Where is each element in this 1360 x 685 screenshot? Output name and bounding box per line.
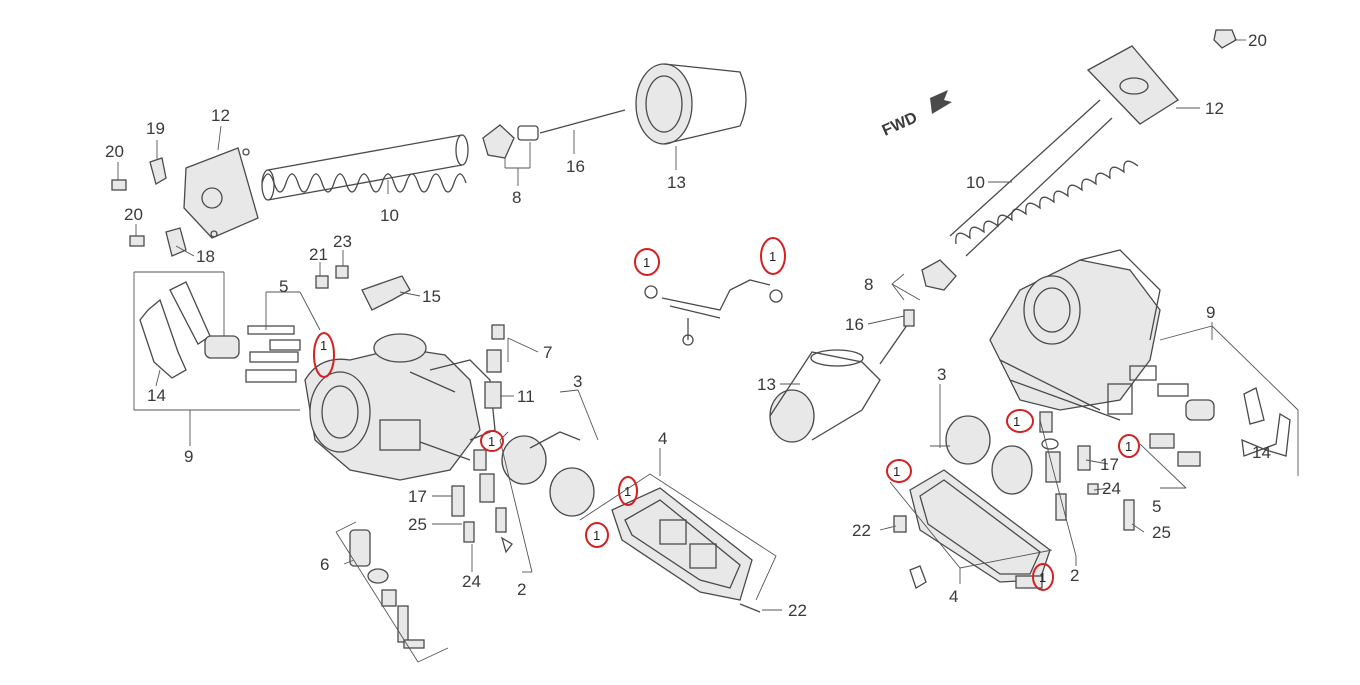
highlight-markers: 1 1 1 1 1 1 1 1 bbox=[313, 237, 1140, 591]
label-3: 3 bbox=[937, 365, 946, 384]
float-right bbox=[945, 415, 1033, 495]
throttle-linkage bbox=[644, 279, 783, 346]
vacuum-piston-left bbox=[635, 63, 747, 145]
vacuum-piston-right bbox=[769, 349, 881, 443]
svg-text:1: 1 bbox=[769, 249, 776, 264]
label-2: 2 bbox=[517, 580, 526, 599]
label-3: 3 bbox=[573, 372, 582, 391]
label-24: 24 bbox=[1102, 479, 1121, 498]
top-cover-left bbox=[183, 147, 259, 239]
fwd-arrow bbox=[930, 90, 952, 114]
label-9: 9 bbox=[1206, 303, 1215, 322]
label-7: 7 bbox=[543, 343, 552, 362]
float-chamber-right bbox=[909, 469, 1051, 589]
label-18: 18 bbox=[196, 247, 215, 266]
hose-assembly-right bbox=[1129, 365, 1291, 457]
labels: 20 19 12 20 18 10 8 16 13 21 23 15 5 14 … bbox=[105, 31, 1271, 620]
highlight-marker: 1 bbox=[1032, 563, 1054, 591]
label-14: 14 bbox=[1252, 443, 1271, 462]
label-17: 17 bbox=[1100, 455, 1119, 474]
needle-jet-set bbox=[349, 529, 425, 649]
label-20: 20 bbox=[1248, 31, 1267, 50]
label-4: 4 bbox=[949, 587, 958, 606]
label-8: 8 bbox=[864, 275, 873, 294]
spring-right bbox=[949, 99, 1139, 257]
group-lines-right bbox=[889, 273, 1299, 584]
label-8: 8 bbox=[512, 188, 521, 207]
leader-lines-right bbox=[780, 39, 1246, 533]
label-25: 25 bbox=[1152, 523, 1171, 542]
needle-holder-right bbox=[879, 259, 957, 365]
label-5: 5 bbox=[1152, 497, 1161, 516]
svg-text:1: 1 bbox=[624, 484, 631, 499]
highlight-marker: 1 bbox=[1006, 409, 1034, 433]
needle-holder-left bbox=[482, 109, 626, 159]
label-14: 14 bbox=[147, 386, 166, 405]
label-21: 21 bbox=[309, 245, 328, 264]
label-20: 20 bbox=[105, 142, 124, 161]
svg-text:1: 1 bbox=[1125, 439, 1132, 454]
carburetor-body-left bbox=[304, 333, 496, 481]
fwd-label: FWD bbox=[880, 109, 920, 139]
highlight-marker: 1 bbox=[585, 522, 609, 548]
screws-top-left bbox=[111, 157, 411, 311]
leader-lines-left bbox=[117, 125, 782, 611]
highlight-marker: 1 bbox=[480, 430, 504, 452]
label-6: 6 bbox=[320, 555, 329, 574]
label-23: 23 bbox=[333, 232, 352, 251]
spring-left bbox=[261, 134, 469, 201]
label-12: 12 bbox=[211, 106, 230, 125]
svg-text:1: 1 bbox=[1039, 570, 1046, 585]
label-10: 10 bbox=[966, 173, 985, 192]
label-2: 2 bbox=[1070, 566, 1079, 585]
svg-text:1: 1 bbox=[320, 338, 327, 353]
label-25: 25 bbox=[408, 515, 427, 534]
highlight-marker: 1 bbox=[1118, 434, 1140, 458]
svg-text:1: 1 bbox=[1013, 414, 1020, 429]
label-10: 10 bbox=[380, 206, 399, 225]
float-left bbox=[501, 431, 595, 517]
top-cover-right bbox=[1086, 29, 1237, 125]
group-lines-left bbox=[133, 271, 777, 663]
float-chamber-left bbox=[611, 487, 761, 613]
label-13: 13 bbox=[667, 173, 686, 192]
label-16: 16 bbox=[566, 157, 585, 176]
label-12: 12 bbox=[1205, 99, 1224, 118]
highlight-marker: 1 bbox=[886, 459, 912, 483]
highlight-marker: 1 bbox=[313, 332, 335, 378]
svg-text:1: 1 bbox=[893, 464, 900, 479]
label-17: 17 bbox=[408, 487, 427, 506]
label-16: 16 bbox=[845, 315, 864, 334]
screws-7-11 bbox=[484, 324, 505, 409]
svg-text:1: 1 bbox=[593, 528, 600, 543]
highlight-marker: 1 bbox=[634, 248, 660, 276]
hose-assembly-left bbox=[139, 281, 301, 383]
svg-text:1: 1 bbox=[643, 255, 650, 270]
carburetor-body-right bbox=[989, 249, 1161, 421]
label-11: 11 bbox=[517, 387, 535, 406]
svg-text:1: 1 bbox=[488, 434, 495, 449]
jets-right bbox=[893, 411, 1201, 533]
label-15: 15 bbox=[422, 287, 441, 306]
jets-left bbox=[451, 449, 513, 554]
label-22: 22 bbox=[852, 521, 871, 540]
label-22: 22 bbox=[788, 601, 807, 620]
label-24: 24 bbox=[462, 572, 481, 591]
label-13: 13 bbox=[757, 375, 776, 394]
highlight-marker: 1 bbox=[760, 237, 786, 275]
label-9: 9 bbox=[184, 447, 193, 466]
label-4: 4 bbox=[658, 429, 667, 448]
highlight-marker: 1 bbox=[618, 476, 638, 506]
label-19: 19 bbox=[146, 119, 165, 138]
label-20: 20 bbox=[124, 205, 143, 224]
label-5: 5 bbox=[279, 277, 288, 296]
